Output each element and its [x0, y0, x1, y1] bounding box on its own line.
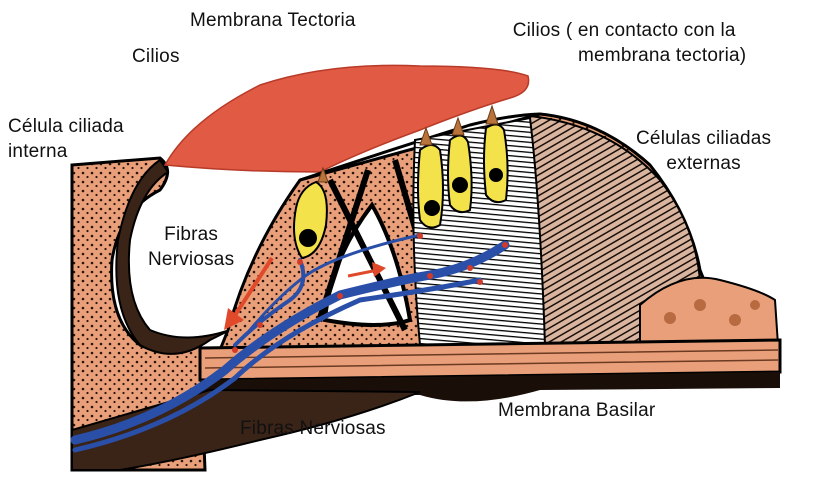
label-cilios-contacto: Cilios ( en contacto con la membrana tec…	[502, 18, 746, 68]
label-celula-interna-line2: interna	[8, 139, 124, 164]
inner-hair-cell-nucleus	[299, 229, 317, 247]
label-celula-interna-line1: Célula ciliada	[8, 114, 124, 139]
label-membrana-basilar: Membrana Basilar	[498, 398, 655, 423]
label-celulas-externas-line2: externas	[636, 151, 771, 176]
label-fibras-nerviosas-middle: Fibras Nerviosas	[148, 222, 234, 272]
label-celulas-externas-line1: Células ciliadas	[636, 126, 771, 151]
label-celula-ciliada-interna: Célula ciliada interna	[8, 114, 124, 164]
label-cilios-contacto-line1: Cilios ( en contacto con la	[502, 18, 746, 43]
label-fibras-mid-line2: Nerviosas	[148, 247, 234, 272]
label-membrana-tectoria: Membrana Tectoria	[190, 8, 356, 33]
label-cilios-contacto-line2: membrana tectoria)	[502, 43, 746, 68]
label-cilios: Cilios	[132, 44, 180, 69]
label-fibras-nerviosas-bottom: Fibras Nerviosas	[240, 416, 386, 441]
label-celulas-ciliadas-externas: Células ciliadas externas	[636, 126, 771, 176]
label-fibras-mid-line1: Fibras	[148, 222, 234, 247]
